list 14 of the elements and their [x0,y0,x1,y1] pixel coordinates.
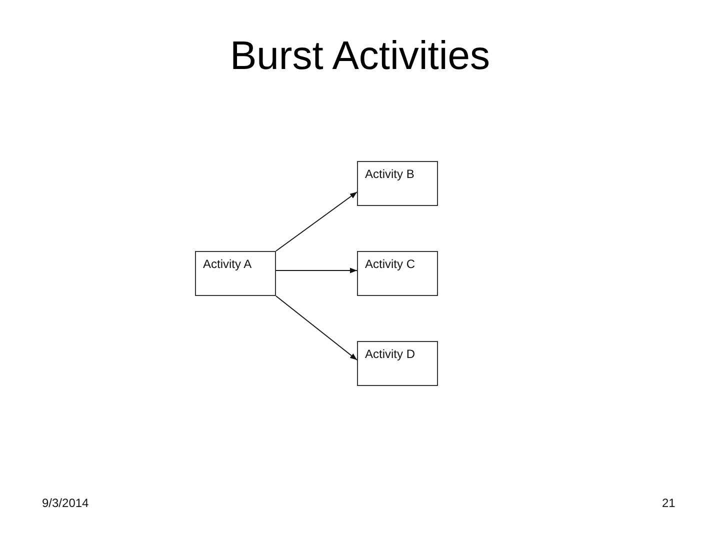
activity-box [357,161,438,206]
activity-label: Activity A [203,257,252,271]
arrow [276,192,358,252]
activity-label: Activity D [365,347,416,361]
slide-date: 9/3/2014 [42,496,89,510]
activity-box [195,251,276,296]
arrow [276,268,358,274]
slide-number: 21 [662,496,676,510]
activity-box [357,251,438,296]
slide-title: Burst Activities [228,34,492,79]
activity-label: Activity B [365,167,414,181]
activity-box [357,341,438,386]
arrow [276,296,358,360]
activity-label: Activity C [365,257,416,271]
